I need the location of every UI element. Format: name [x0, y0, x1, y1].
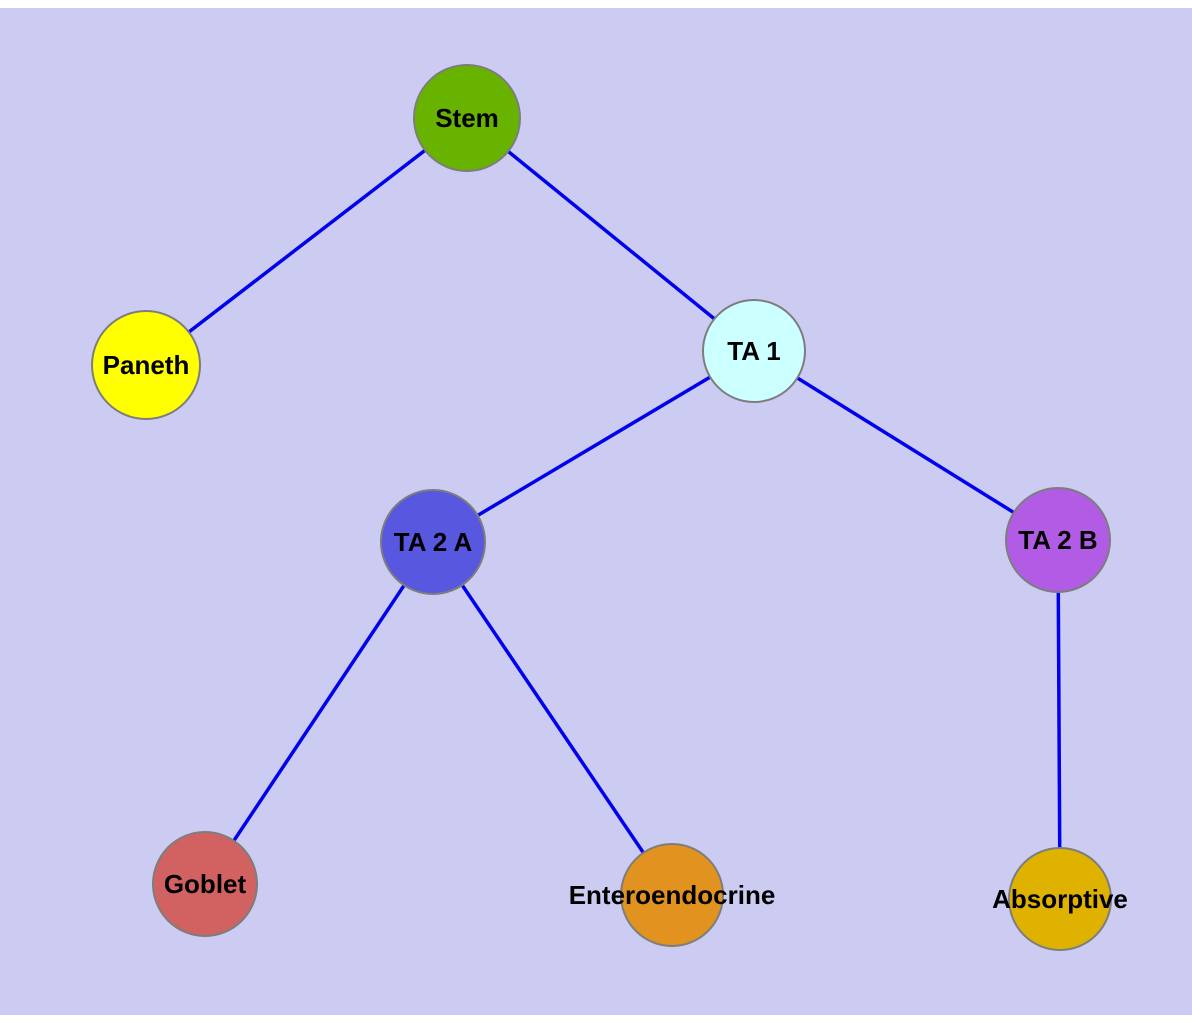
node-absorptive: Absorptive [992, 847, 1128, 951]
node-goblet: Goblet [152, 831, 258, 937]
node-ta-2-b: TA 2 B [1005, 487, 1111, 593]
edge-ta-1-to-ta-2-b [753, 349, 1059, 542]
node-stem: Stem [413, 64, 521, 172]
node-label-paneth: Paneth [102, 350, 190, 380]
node-label-enteroendocrine: Enteroendocrine [568, 880, 776, 910]
edge-ta-2-a-to-enteroendocrine [431, 541, 674, 896]
edge-stem-to-paneth [144, 116, 469, 367]
edge-ta-2-a-to-goblet [203, 541, 435, 885]
node-label-ta-1: TA 1 [727, 336, 781, 366]
node-label-absorptive: Absorptive [992, 884, 1128, 914]
node-ta-1: TA 1 [702, 299, 806, 403]
node-paneth: Paneth [91, 310, 201, 420]
node-enteroendocrine: Enteroendocrine [569, 843, 775, 947]
node-label-goblet: Goblet [163, 869, 247, 899]
node-label-ta-2-b: TA 2 B [1018, 525, 1098, 555]
edge-stem-to-ta-1 [465, 116, 756, 353]
edge-ta-1-to-ta-2-a [432, 349, 755, 544]
node-label-ta-2-a: TA 2 A [393, 527, 473, 557]
edge-ta-2-b-to-absorptive [1056, 539, 1062, 900]
node-label-stem: Stem [435, 103, 499, 133]
node-ta-2-a: TA 2 A [380, 489, 486, 595]
